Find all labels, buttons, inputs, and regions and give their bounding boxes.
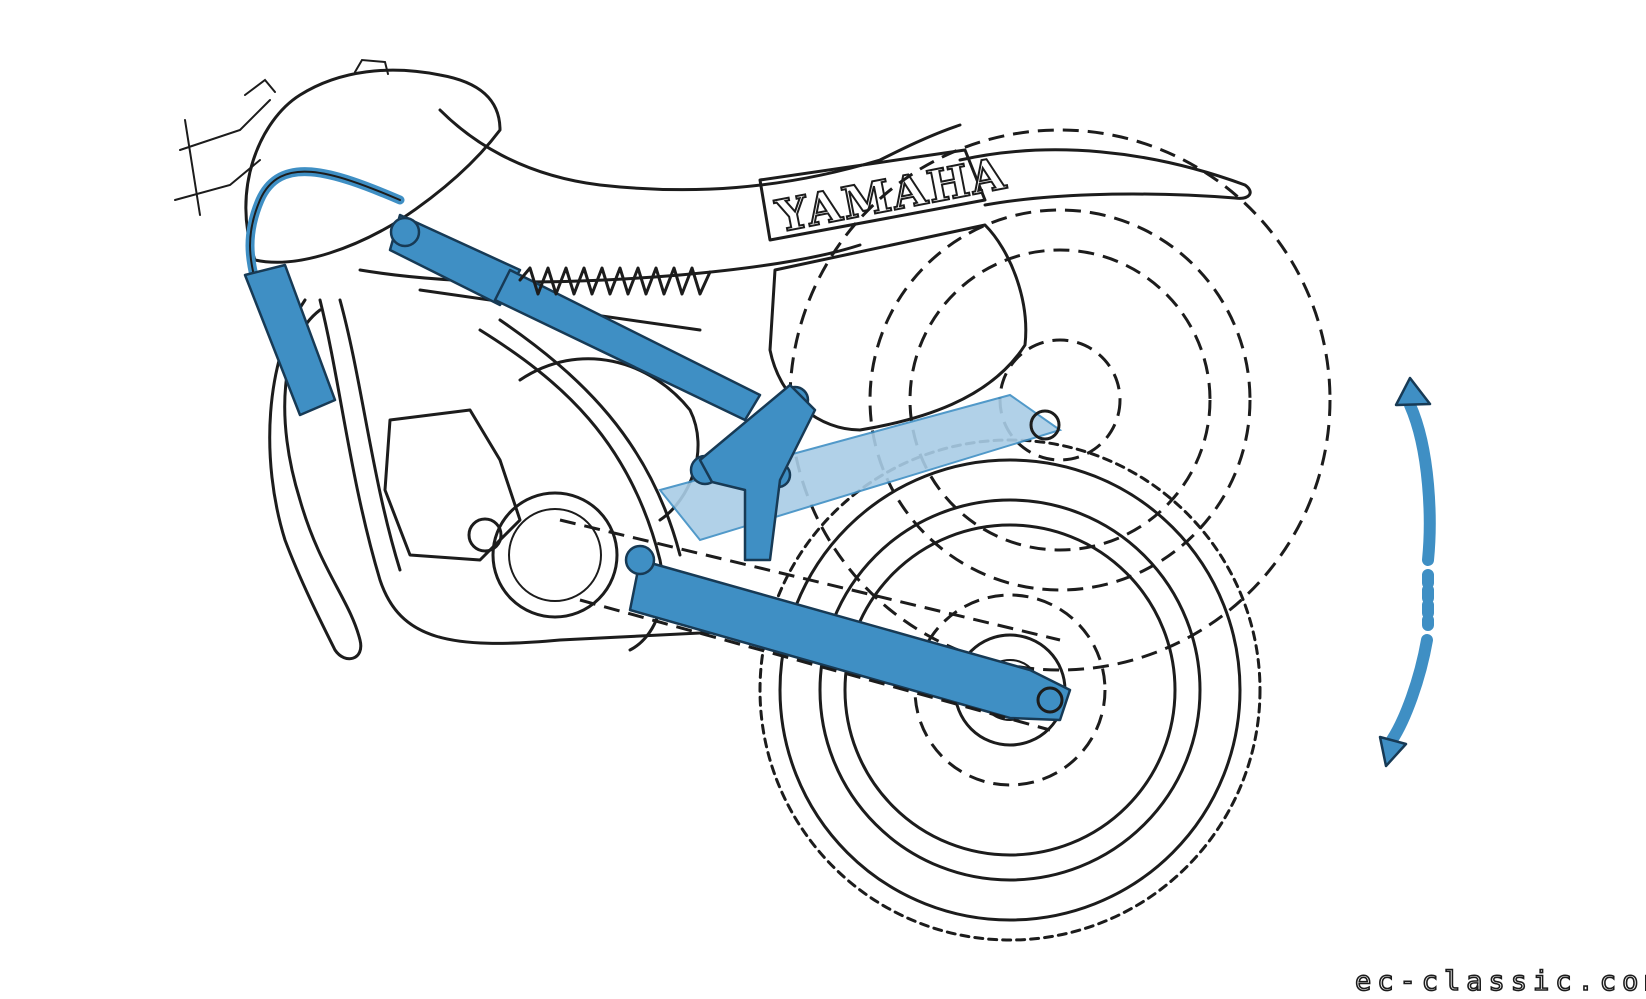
suspension-linkage	[698, 383, 817, 562]
exhaust-pipe	[268, 298, 363, 661]
rear-axle	[1036, 686, 1064, 714]
side-cover	[758, 148, 987, 242]
reservoir-hose	[245, 167, 405, 285]
seat	[438, 108, 962, 192]
drive-chain	[559, 518, 1061, 732]
wheel-travel-arrow	[1378, 376, 1436, 768]
rear-sprocket	[913, 593, 1107, 787]
swingarm	[628, 558, 1072, 722]
rear-fender	[958, 148, 1252, 207]
remote-reservoir	[243, 263, 337, 417]
reservoir-hose-outline	[249, 170, 401, 281]
fuel-tank	[244, 68, 502, 264]
rear-shock	[388, 213, 762, 422]
tank-cap	[354, 58, 389, 75]
shock-spring	[518, 266, 712, 296]
watermark: ec-classic.com	[1355, 966, 1646, 997]
axle-extended	[1029, 409, 1061, 441]
